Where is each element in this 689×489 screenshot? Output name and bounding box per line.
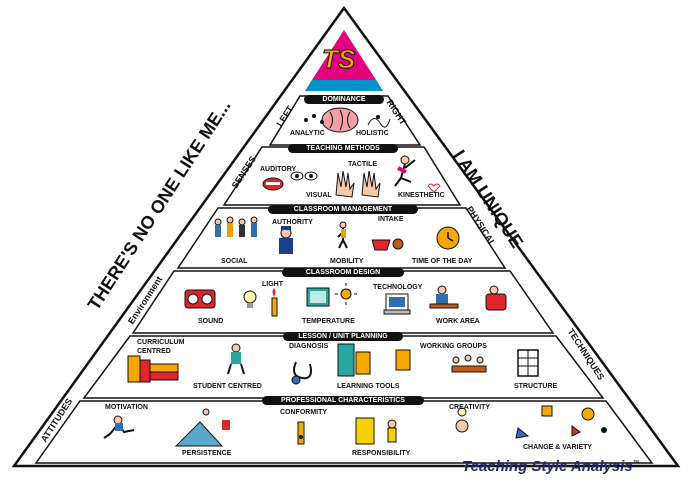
- responsibility-people-icon: [355, 417, 397, 445]
- police-officer-icon: [279, 226, 293, 254]
- item-visual: VISUAL: [306, 192, 332, 199]
- item-mobility: MOBILITY: [330, 258, 364, 265]
- learning-tools-icon: [337, 343, 371, 377]
- item-structure: STRUCTURE: [514, 383, 558, 390]
- band-title-classroom-design: CLASSROOM DESIGN: [282, 268, 404, 277]
- gymnast-icon: [394, 155, 416, 187]
- armchair-icon: [485, 285, 507, 311]
- item-kinesthetic: KINESTHETIC: [398, 192, 445, 199]
- shapes-icon: [515, 405, 607, 439]
- item-temperature: TEMPERATURE: [302, 318, 355, 325]
- radio-icon: [184, 289, 216, 309]
- item-working-groups: WORKING GROUPS: [420, 343, 487, 350]
- lightbulb-icon: [243, 290, 257, 308]
- item-holistic: HOLISTIC: [356, 130, 389, 137]
- item-technology: TECHNOLOGY: [373, 284, 423, 291]
- structure-icon: [517, 349, 539, 377]
- eyes-icon: [290, 171, 318, 181]
- item-light: LIGHT: [262, 281, 283, 288]
- item-responsibility: RESPONSIBILITY: [352, 450, 411, 457]
- abstract-shapes-icon: [367, 115, 391, 128]
- item-time-of-day: TIME OF THE DAY: [412, 258, 473, 265]
- brand-text: Teaching Style Analysis: [462, 458, 633, 475]
- item-learning-tools: LEARNING TOOLS: [337, 383, 400, 390]
- social-group-icon: [214, 216, 258, 237]
- clock-icon: [436, 226, 460, 250]
- logo-triangle-top: [305, 30, 383, 91]
- band-title-professional-characteristics: PROFESSIONAL CHARACTERISTICS: [262, 396, 424, 405]
- candle-icon: [271, 288, 278, 317]
- mountain-climber-icon: [174, 408, 230, 447]
- pen-icon: [297, 421, 305, 445]
- item-change-variety: CHANGE & VARIETY: [523, 444, 593, 451]
- item-creativity: CREATIVITY: [449, 404, 491, 411]
- item-auditory: AUDITORY: [260, 166, 297, 173]
- item-diagnosis: DIAGNOSIS: [289, 343, 329, 350]
- item-tactile: TACTILE: [348, 161, 378, 168]
- item-persistence: PERSISTENCE: [182, 450, 232, 457]
- item-conformity: CONFORMITY: [280, 409, 328, 416]
- student-icon: [227, 343, 245, 375]
- item-authority: AUTHORITY: [272, 219, 313, 226]
- item-work-area: WORK AREA: [436, 318, 480, 325]
- band-title-lesson-planning: LESSON / UNIT PLANNING: [283, 332, 403, 341]
- thinker-icon: [455, 407, 469, 433]
- item-student-centred: STUDENT CENTRED: [193, 383, 262, 390]
- mouth-icon: [262, 177, 284, 191]
- desk-worker-icon: [429, 285, 459, 309]
- item-curriculum-centred: CURRICULUM CENTRED: [137, 339, 185, 355]
- item-social: SOCIAL: [221, 258, 248, 265]
- logo-text: TS: [321, 44, 356, 74]
- band-title-teaching-methods: TEACHING METHODS: [288, 144, 398, 153]
- item-motivation: MOTIVATION: [105, 404, 148, 411]
- stethoscope-icon: [291, 361, 312, 385]
- heater-icon: [306, 287, 330, 307]
- walking-person-icon: [337, 221, 348, 249]
- books-icon: [127, 355, 179, 383]
- computer-icon: [383, 293, 411, 315]
- logo-triangle-bottom: [305, 80, 383, 91]
- tool-box-icon: [395, 349, 411, 371]
- trademark-symbol: ™: [632, 460, 640, 467]
- hurdler-icon: [103, 415, 135, 439]
- brain-icon: [321, 107, 359, 133]
- hearts-icon: [427, 183, 441, 193]
- item-intake: INTAKE: [378, 216, 404, 223]
- band-title-classroom-management: CLASSROOM MANAGEMENT: [268, 205, 418, 214]
- food-icon: [371, 238, 404, 251]
- item-sound: SOUND: [198, 318, 224, 325]
- band-title-dominance: DOMINANCE: [304, 95, 384, 104]
- working-group-icon: [451, 354, 487, 373]
- brand-title: Teaching Style Analysis™: [462, 458, 640, 475]
- music-notes-icon: [304, 114, 324, 124]
- sun-icon: [335, 283, 357, 305]
- hands-icon: [335, 170, 381, 198]
- item-analytic: ANALYTIC: [290, 130, 325, 137]
